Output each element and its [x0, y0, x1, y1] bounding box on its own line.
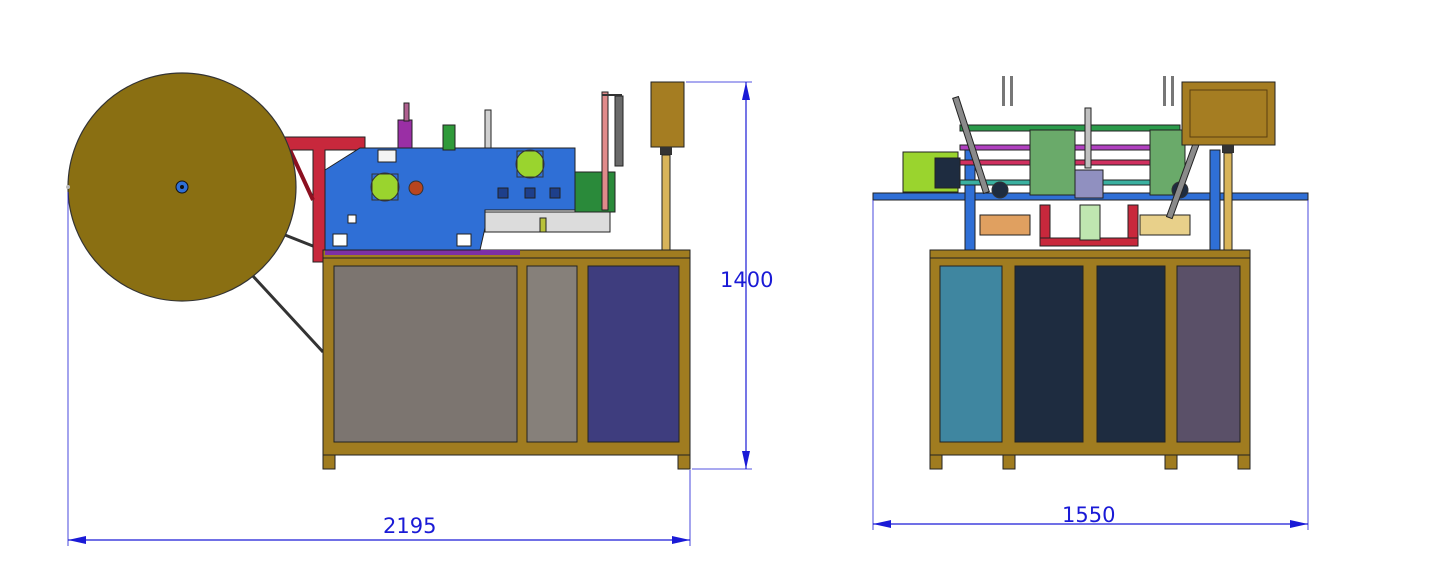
front-panel-center-right [1096, 265, 1166, 443]
dimension-width-front: 1550 [872, 200, 1309, 530]
side-machine-body [324, 102, 616, 251]
front-panel-left [939, 265, 1003, 443]
material-roll [67, 72, 297, 302]
side-view [66, 72, 691, 470]
dimension-width-side: 2195 [67, 192, 691, 546]
dimension-label-front-width: 1550 [1062, 503, 1115, 527]
side-panel-right [587, 265, 680, 443]
side-control-box [650, 81, 685, 251]
dimension-label-side-width: 2195 [383, 514, 436, 538]
front-mechanism [952, 76, 1221, 251]
side-arm [601, 91, 624, 211]
dimension-label-side-height: 1400 [720, 268, 773, 292]
dimension-height-side: 1400 [686, 81, 773, 470]
front-view [872, 76, 1309, 470]
roll-support-strut [238, 260, 325, 354]
front-table [929, 249, 1251, 470]
front-motor [902, 151, 961, 193]
front-panel-center-left [1014, 265, 1084, 443]
gear-icon [408, 180, 424, 196]
roller-icon [991, 181, 1009, 199]
front-control-box [1181, 81, 1276, 251]
motor-icon [515, 149, 545, 179]
front-panel-right [1176, 265, 1241, 443]
motor-icon [370, 172, 400, 202]
side-panel-left [333, 265, 518, 443]
side-table [322, 249, 691, 470]
side-panel-middle [526, 265, 578, 443]
